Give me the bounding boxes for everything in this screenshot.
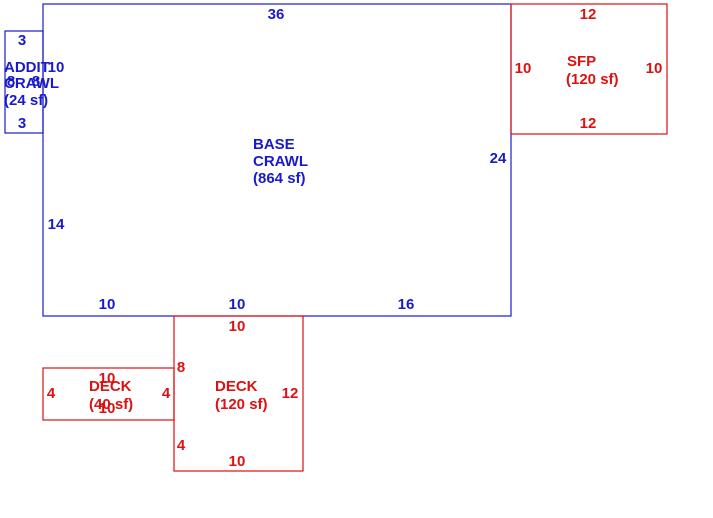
sfp-dim-top: 12 bbox=[580, 6, 597, 23]
base-dim-bottom-a: 10 bbox=[99, 296, 116, 313]
deck-small-dim-top: 10 bbox=[99, 370, 116, 387]
deck-large-label-area: (120 sf) bbox=[215, 396, 268, 413]
deck-small-area: 10 10 4 4 DECK (40 sf) bbox=[42, 367, 175, 421]
addition-dim-extra: 10 bbox=[48, 59, 65, 76]
sfp-area: 12 12 10 10 SFP (120 sf) bbox=[510, 3, 668, 135]
deck-small-label-area: (40 sf) bbox=[89, 396, 133, 413]
addition-dim-top: 3 bbox=[18, 32, 26, 49]
sfp-label-area: (120 sf) bbox=[566, 71, 619, 88]
deck-small-dim-right: 4 bbox=[162, 385, 171, 402]
deck-large-dim-right: 12 bbox=[282, 385, 299, 402]
addition-crawl-outline bbox=[4, 30, 44, 134]
deck-small-outline bbox=[42, 367, 175, 421]
deck-large-dim-top: 10 bbox=[229, 318, 246, 335]
addition-label-line2: CRAWL bbox=[4, 75, 59, 92]
deck-small-label-name: DECK bbox=[89, 378, 132, 395]
sfp-label-name: SFP bbox=[567, 53, 596, 70]
sfp-dim-right: 10 bbox=[646, 60, 663, 77]
base-dim-bottom-c: 16 bbox=[398, 296, 415, 313]
deck-large-area: 10 10 12 8 4 DECK (120 sf) bbox=[173, 315, 304, 472]
base-label-area: (864 sf) bbox=[253, 170, 306, 187]
addition-dim-bottom: 3 bbox=[18, 115, 26, 132]
base-label-line2: CRAWL bbox=[253, 153, 308, 170]
addition-dim-left: 8 bbox=[7, 73, 15, 90]
base-dim-left: 14 bbox=[48, 216, 65, 233]
addition-label-area: (24 sf) bbox=[4, 92, 48, 109]
base-crawl-area: 36 24 14 10 10 16 BASE CRAWL (864 sf) bbox=[42, 3, 512, 317]
addition-crawl-area: 3 3 8 8 10 ADDIT CRAWL (24 sf) bbox=[4, 30, 65, 134]
sfp-dim-left: 10 bbox=[515, 60, 532, 77]
addition-label-line1: ADDIT bbox=[4, 59, 50, 76]
addition-dim-right: 8 bbox=[32, 73, 40, 90]
base-label-line1: BASE bbox=[253, 136, 295, 153]
deck-large-label-name: DECK bbox=[215, 378, 258, 395]
base-dim-bottom-b: 10 bbox=[229, 296, 246, 313]
base-dim-top: 36 bbox=[268, 6, 285, 23]
sfp-outline bbox=[510, 3, 668, 135]
deck-large-dim-left-b: 4 bbox=[177, 437, 186, 454]
deck-large-dim-left-a: 8 bbox=[177, 359, 185, 376]
base-dim-right: 24 bbox=[490, 150, 507, 167]
sfp-dim-bottom: 12 bbox=[580, 115, 597, 132]
deck-large-dim-bottom: 10 bbox=[229, 453, 246, 470]
deck-small-dim-bottom: 10 bbox=[99, 400, 116, 417]
deck-small-dim-left: 4 bbox=[47, 385, 56, 402]
